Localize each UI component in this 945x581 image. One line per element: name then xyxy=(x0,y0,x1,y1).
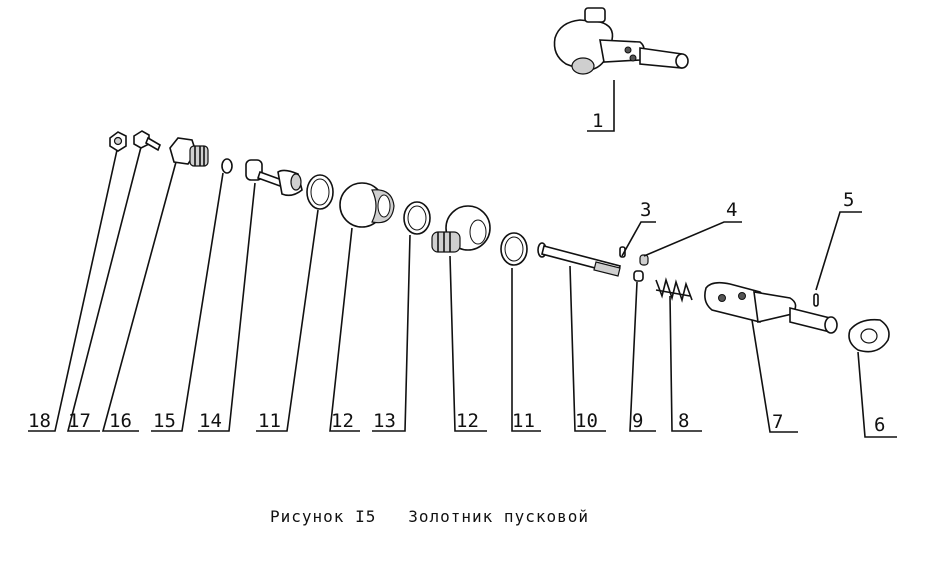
callout-labels: 1 3 4 5 6 7 8 9 10 11 12 13 12 11 14 15 … xyxy=(28,110,885,436)
callout-12-left: 12 xyxy=(331,410,354,432)
figure-title: Золотник пусковой xyxy=(408,507,589,526)
callout-11-right: 11 xyxy=(512,410,535,432)
part-7-valve-body xyxy=(704,281,838,334)
part-10-spool-stem xyxy=(537,242,621,277)
part-8-spring xyxy=(655,277,693,303)
part-9-sleeve xyxy=(633,270,644,282)
callout-8: 8 xyxy=(678,410,689,432)
callout-13: 13 xyxy=(373,410,396,432)
callout-18: 18 xyxy=(28,410,51,432)
part-16-union-fitting xyxy=(169,137,209,167)
callout-11-left: 11 xyxy=(258,410,281,432)
part-18-nut xyxy=(109,131,127,152)
leader-lines xyxy=(28,80,897,438)
part-12-housing-right xyxy=(431,205,491,253)
callout-5: 5 xyxy=(843,189,854,211)
callout-6: 6 xyxy=(874,414,885,436)
figure-number: Рисунок I5 xyxy=(270,507,377,526)
callout-4: 4 xyxy=(726,199,737,221)
part-5-pin xyxy=(813,293,819,307)
part-12-housing-left xyxy=(339,182,395,228)
callout-1: 1 xyxy=(592,110,603,132)
part-1-assembly xyxy=(553,7,689,75)
callout-10: 10 xyxy=(575,410,598,432)
callout-12-right: 12 xyxy=(456,410,479,432)
part-4-bushing xyxy=(639,254,649,266)
part-14-plunger xyxy=(245,159,303,197)
callout-7: 7 xyxy=(772,411,783,433)
part-6-gasket xyxy=(848,318,890,353)
part-11-o-ring-left-inner xyxy=(310,178,330,206)
callout-14: 14 xyxy=(199,410,222,432)
part-17-bolt xyxy=(133,130,161,152)
part-11-o-ring-right-inner xyxy=(504,236,524,262)
part-15-o-ring xyxy=(221,158,233,174)
callout-17: 17 xyxy=(68,410,91,432)
callout-16: 16 xyxy=(109,410,132,432)
part-13-o-ring-inner xyxy=(407,205,427,231)
figure-caption: Рисунок I5 Золотник пусковой xyxy=(270,507,589,526)
callout-9: 9 xyxy=(632,410,643,432)
callout-15: 15 xyxy=(153,410,176,432)
callout-3: 3 xyxy=(640,199,651,221)
